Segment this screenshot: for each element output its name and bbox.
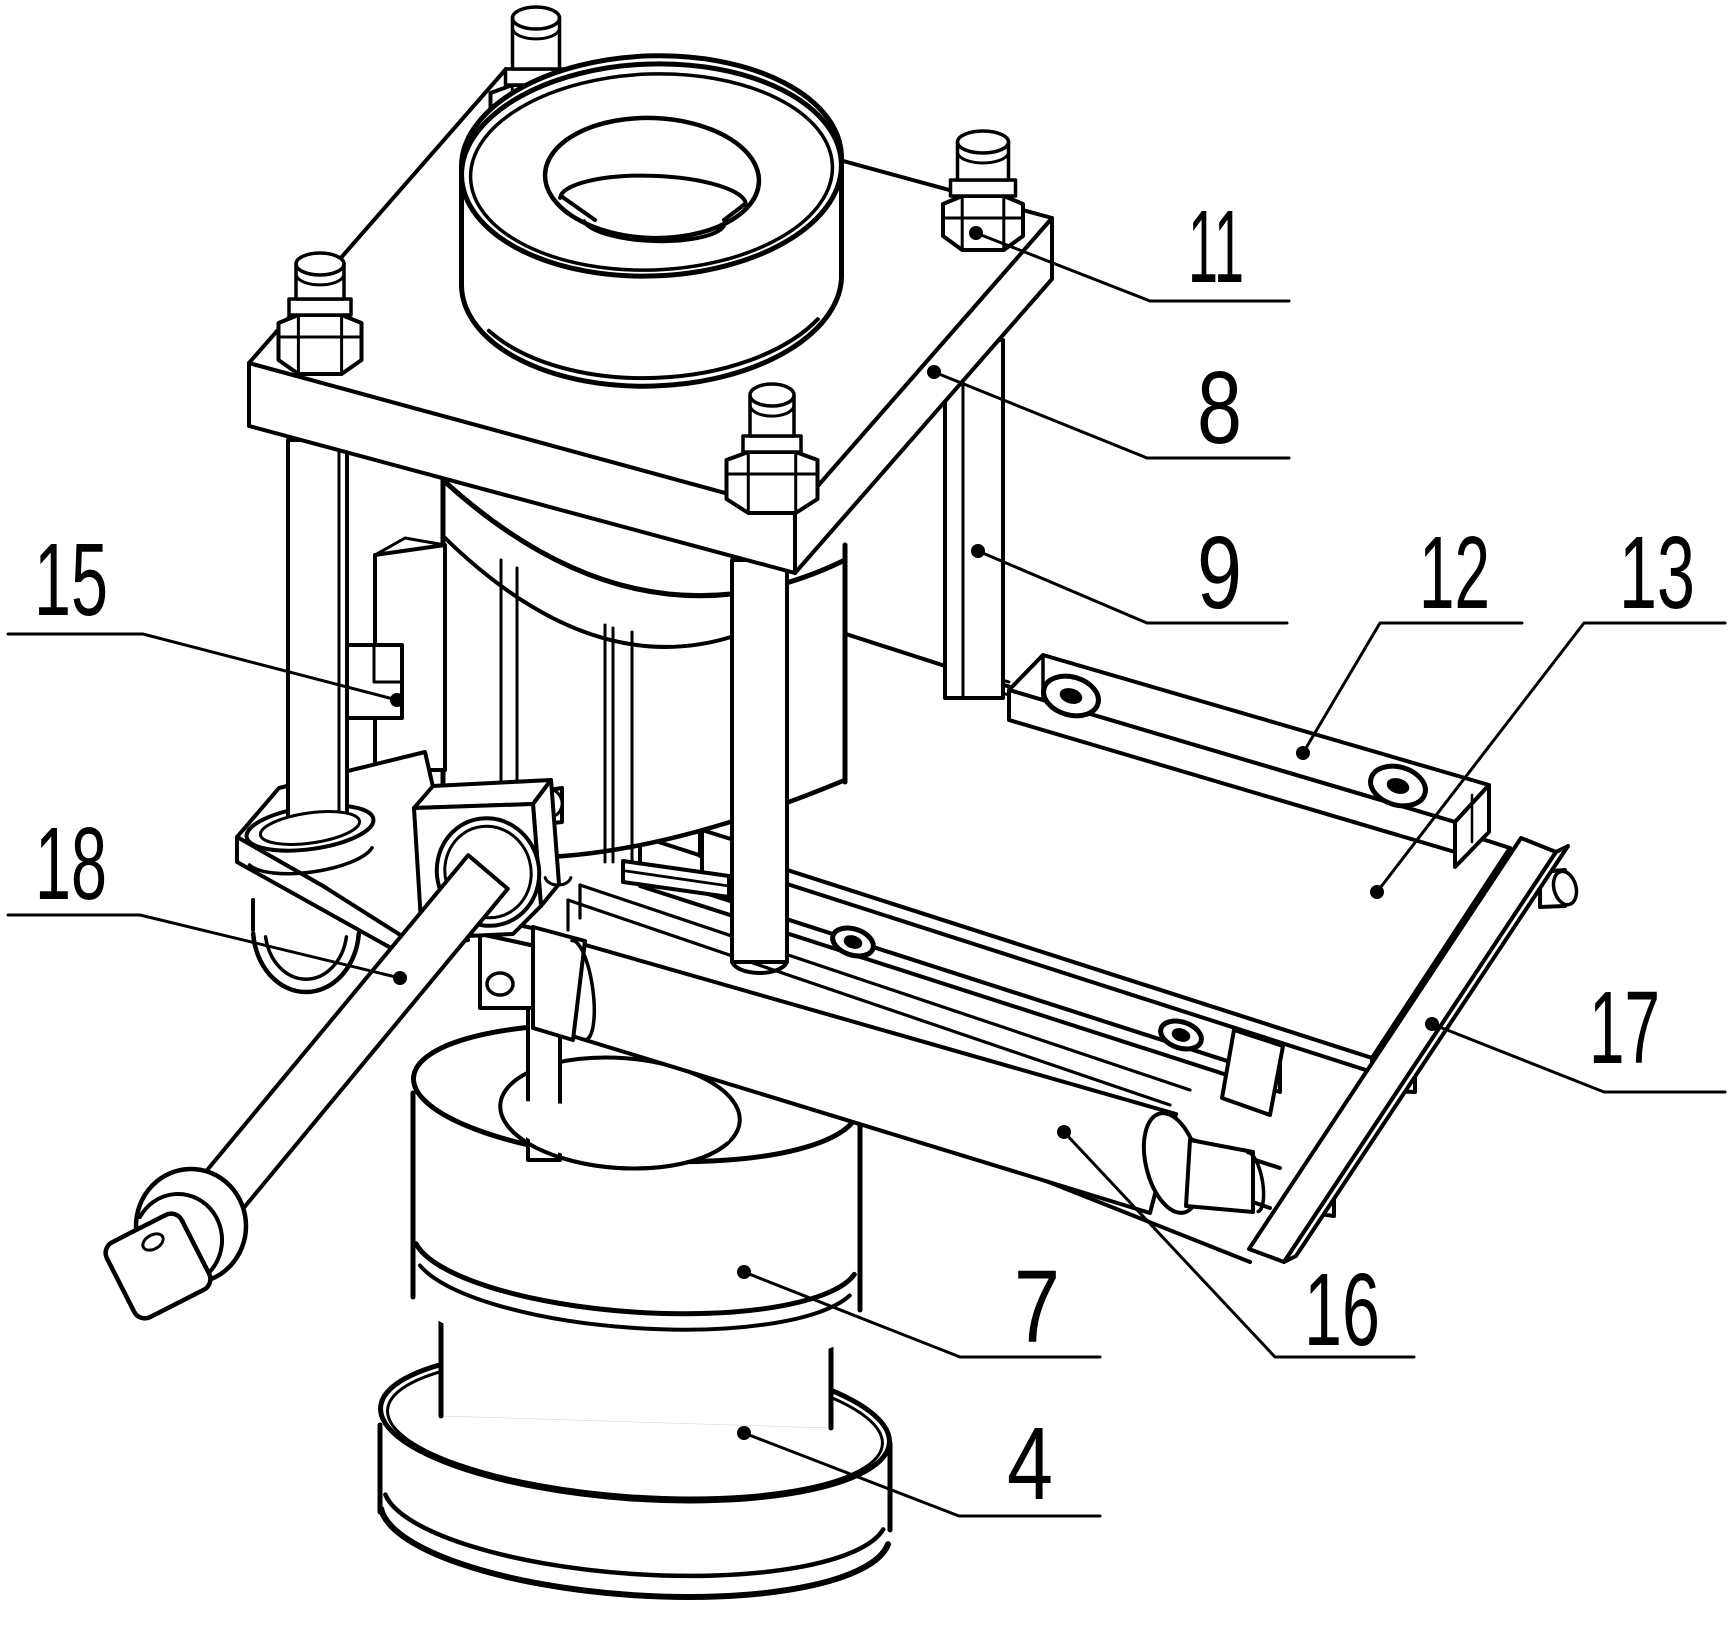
svg-text:11: 11 <box>1188 189 1244 304</box>
svg-text:17: 17 <box>1589 970 1660 1085</box>
svg-text:7: 7 <box>1014 1249 1060 1364</box>
svg-text:16: 16 <box>1304 1252 1380 1367</box>
svg-text:8: 8 <box>1197 350 1242 465</box>
svg-text:9: 9 <box>1197 515 1242 630</box>
svg-text:12: 12 <box>1419 515 1490 630</box>
svg-text:4: 4 <box>1007 1406 1053 1521</box>
svg-text:15: 15 <box>34 522 108 637</box>
svg-text:18: 18 <box>35 806 107 921</box>
svg-text:13: 13 <box>1619 515 1695 630</box>
